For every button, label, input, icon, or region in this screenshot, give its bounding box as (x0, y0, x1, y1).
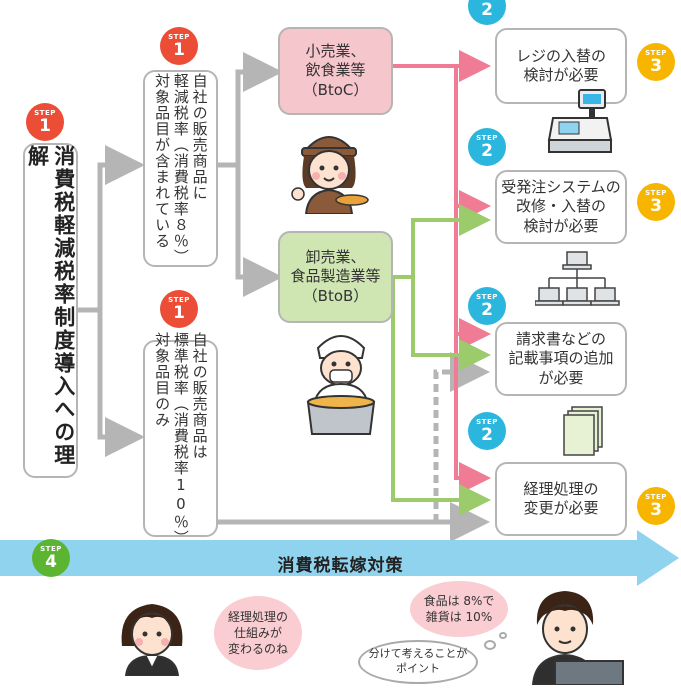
woman-speech-bubble: 経理処理の仕組みが変わるのね (214, 596, 302, 670)
invoice-items-box: 請求書などの記載事項の追加が必要 (495, 322, 627, 396)
understanding-text: 消費税軽減税率制度導入への理解 (25, 145, 76, 467)
cash-register-icon (547, 89, 613, 153)
btob-box: 卸売業、食品製造業等（BtoB） (278, 231, 393, 323)
chef-illustration (291, 136, 369, 214)
businesswoman-illustration (121, 604, 183, 676)
order-system-box: 受発注システムの改修・入替の検討が必要 (495, 170, 627, 244)
thought-bubble: 分けて考えることがポイント (358, 640, 478, 684)
reduced-rate-box: 自社の販売商品に軽減税率（消費税率８％）対象品目が含まれている (143, 70, 218, 267)
accounting-change-box: 経理処理の変更が必要 (495, 462, 627, 536)
banner-arrow (0, 530, 679, 586)
standard-rate-box: 自社の販売商品は標準税率（消費税率10％）対象品目のみ (143, 332, 218, 546)
network-computers-icon (535, 251, 620, 306)
documents-icon (563, 406, 603, 456)
cook-illustration (306, 335, 376, 435)
standard-rate-text: 自社の販売商品は標準税率（消費税率10％）対象品目のみ (153, 331, 209, 546)
man-speech-bubble: 食品は 8%で雑貨は 10% (410, 581, 508, 637)
reduced-rate-text: 自社の販売商品に軽減税率（消費税率８％）対象品目が含まれている (153, 72, 209, 265)
businessman-illustration (531, 591, 624, 685)
banner-title: 消費税転嫁対策 (277, 556, 404, 576)
thought-dot-large (484, 640, 496, 650)
understanding-box: 消費税軽減税率制度導入への理解 (23, 143, 78, 478)
thought-dot-small (499, 632, 507, 639)
btoc-box: 小売業、飲食業等（BtoC） (278, 27, 393, 115)
